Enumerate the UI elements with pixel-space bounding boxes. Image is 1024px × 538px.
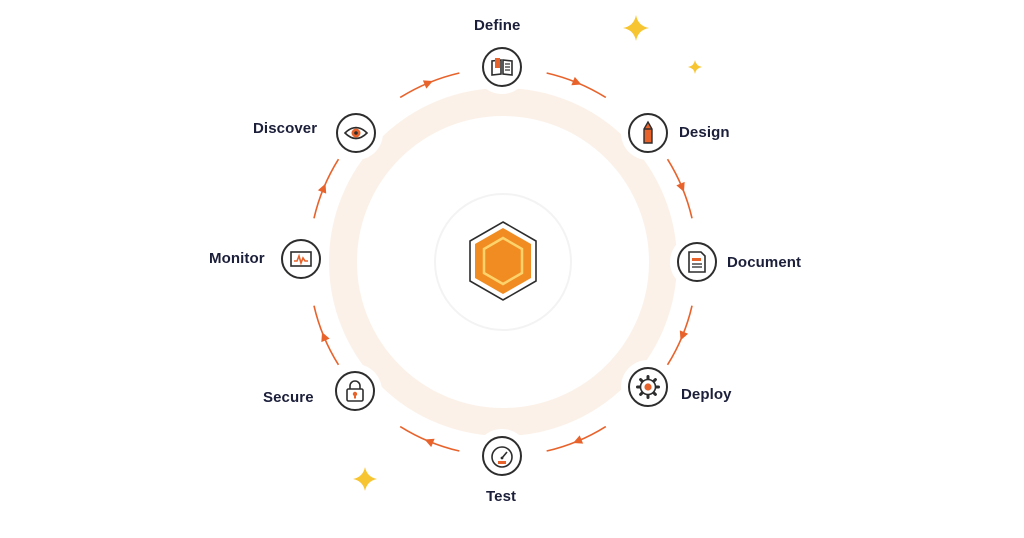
stage-label-monitor: Monitor [209, 250, 265, 267]
stage-node-deploy[interactable] [628, 367, 668, 407]
cycle-arc [313, 305, 340, 366]
arrowhead-icon [571, 76, 582, 86]
cycle-arc [399, 72, 460, 99]
sparkle-icon [353, 467, 377, 491]
speedometer-icon [491, 446, 513, 468]
stage-node-document[interactable] [677, 242, 717, 282]
stage-node-design[interactable] [628, 113, 668, 153]
cycle-arc [313, 158, 340, 219]
stage-label-design: Design [679, 124, 730, 141]
cycle-arc [546, 425, 607, 452]
eye-icon [343, 126, 369, 140]
cycle-arc [546, 72, 607, 99]
stage-node-test[interactable] [482, 436, 522, 476]
stage-label-discover: Discover [253, 120, 318, 137]
hexagon-logo-icon [469, 221, 537, 301]
cycle-arrows [313, 72, 693, 452]
sparkle-icon [688, 60, 702, 74]
arrowhead-icon [679, 330, 689, 341]
arrowhead-icon [317, 183, 327, 194]
pencil-icon [643, 120, 653, 144]
stage-node-monitor[interactable] [281, 239, 321, 279]
arrowhead-icon [676, 181, 685, 192]
arrowhead-icon [573, 435, 584, 444]
stage-node-define[interactable] [482, 47, 522, 87]
cycle-arc [666, 158, 693, 219]
stage-label-test: Test [486, 488, 517, 505]
stage-label-define: Define [474, 17, 521, 34]
cycle-arc [399, 425, 460, 452]
stage-node-secure[interactable] [335, 371, 375, 411]
stage-label-document: Document [727, 254, 802, 271]
background-ring [329, 88, 677, 436]
arrowhead-icon [424, 438, 435, 448]
stage-node-discover[interactable] [336, 113, 376, 153]
cycle-arc [666, 305, 693, 366]
arrowhead-icon [321, 332, 330, 343]
monitor-pulse-icon [290, 251, 312, 267]
book-icon [491, 58, 513, 76]
stage-label-deploy: Deploy [681, 386, 732, 403]
arrowhead-icon [422, 80, 433, 89]
stage-label-secure: Secure [263, 389, 314, 406]
document-icon [688, 251, 706, 273]
sparkle-icon [623, 15, 649, 41]
padlock-icon [346, 380, 364, 402]
gear-icon [636, 375, 660, 399]
